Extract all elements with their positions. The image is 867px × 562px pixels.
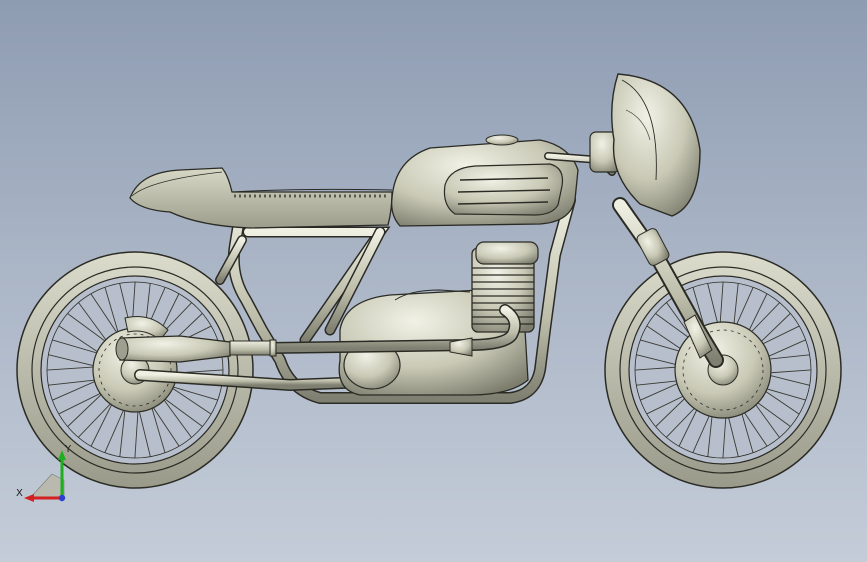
- y-axis-label: Y: [64, 444, 72, 455]
- front-fairing: [611, 73, 701, 217]
- engine-cylinder: [471, 241, 539, 333]
- front-wheel: [604, 251, 842, 489]
- exhaust: [115, 304, 521, 363]
- fuel-cap: [485, 134, 519, 146]
- rear-wheel: [16, 251, 254, 489]
- triad-plane: [29, 473, 65, 499]
- x-axis-head: [24, 494, 34, 502]
- coordinate-triad: Y X: [16, 444, 72, 502]
- handlebar: [544, 131, 621, 176]
- y-axis-head: [58, 450, 66, 460]
- seat: [129, 167, 393, 229]
- muffler: [119, 335, 231, 363]
- z-axis-indicator: [58, 494, 66, 502]
- fuel-tank: [391, 134, 579, 227]
- x-axis-label: X: [16, 488, 23, 499]
- front-fork: [612, 197, 724, 368]
